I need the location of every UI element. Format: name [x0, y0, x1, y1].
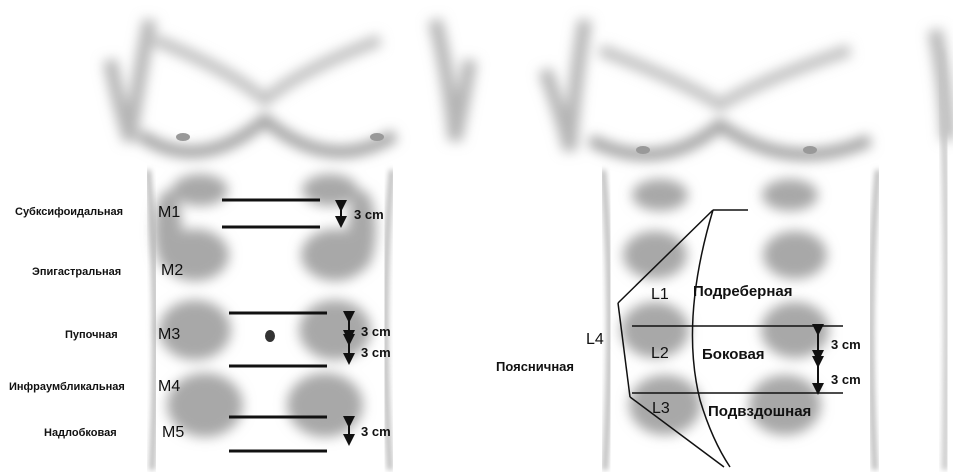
- region-name-iliac: Подвздошная: [708, 404, 811, 419]
- distance-label-l2-lower: 3 cm: [831, 373, 861, 386]
- region-name-subxiphoid: Субксифоидальная: [15, 207, 123, 218]
- zone-code-l1: L1: [651, 287, 669, 303]
- region-name-epigastric: Эпигастральная: [32, 267, 121, 278]
- region-name-infraumbilical: Инфраумбликальная: [9, 382, 125, 393]
- zone-code-m4: M4: [158, 379, 180, 395]
- distance-label-m3-upper: 3 cm: [361, 325, 391, 338]
- distance-label-m5: 3 cm: [361, 425, 391, 438]
- left-torso: [110, 20, 470, 470]
- distance-label-l2-upper: 3 cm: [831, 338, 861, 351]
- zone-code-l3: L3: [652, 401, 670, 417]
- zone-code-m2: M2: [161, 263, 183, 279]
- region-name-lumbar: Поясничная: [496, 360, 574, 373]
- distance-label-m1: 3 cm: [354, 208, 384, 221]
- region-name-umbilical: Пупочная: [65, 330, 118, 341]
- region-name-subcostal: Подреберная: [693, 284, 793, 299]
- zone-code-m3: M3: [158, 327, 180, 343]
- distance-label-m3-lower: 3 cm: [361, 346, 391, 359]
- region-name-suprapubic: Надлобковая: [44, 428, 117, 439]
- zone-code-m1: M1: [158, 205, 180, 221]
- zone-code-l4: L4: [586, 332, 604, 348]
- region-name-flank: Боковая: [702, 347, 765, 362]
- zone-code-l2: L2: [651, 346, 669, 362]
- zone-code-m5: M5: [162, 425, 184, 441]
